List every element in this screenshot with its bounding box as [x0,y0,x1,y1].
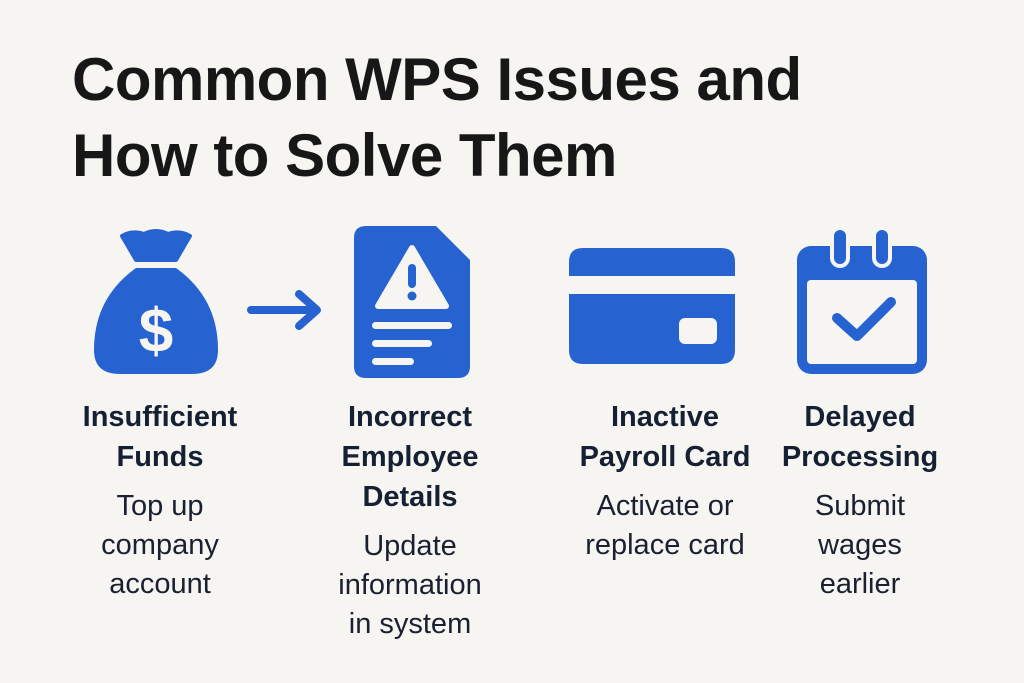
issue-label: Incorrect Employee Details [341,401,479,513]
issue-insufficient-funds: Insufficient Funds Top up company accoun… [60,397,260,604]
svg-text:$: $ [139,297,173,366]
issue-solution: Top up company account [101,490,219,600]
title-line-1: Common WPS Issues and [72,46,802,113]
issue-label: Inactive Payroll Card [579,401,751,473]
issue-solution: Submit wages earlier [814,490,906,600]
credit-card-icon [569,248,735,364]
issue-inactive-payroll-card: Inactive Payroll Card Activate or replac… [555,397,775,565]
issue-label: Delayed Processing [781,401,939,473]
issue-solution: Activate or replace card [585,490,745,561]
title-line-2: How to Solve Them [72,122,617,189]
issue-incorrect-employee-details: Incorrect Employee Details Update inform… [310,397,510,644]
arrow-right-icon [247,289,323,331]
issue-solution: Update information in system [338,530,482,640]
issue-delayed-processing: Delayed Processing Submit wages earlier [770,397,950,604]
issue-label: Insufficient Funds [82,401,238,473]
money-bag-icon: $ [92,226,220,376]
document-warning-icon [354,226,470,378]
calendar-check-icon [795,226,929,376]
page-title: Common WPS Issues and How to Solve Them [72,42,802,194]
